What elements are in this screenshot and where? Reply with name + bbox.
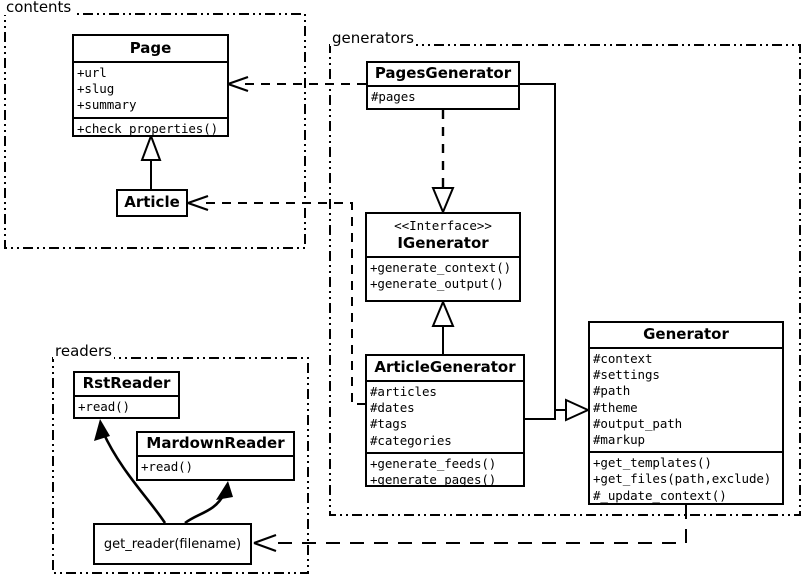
class-methods-mardownreader: +read() xyxy=(138,457,293,478)
class-title-generator: Generator xyxy=(590,323,782,349)
class-methods-articlegenerator: +generate_feeds() +generate_pages() xyxy=(367,454,523,491)
function-box-get-reader[interactable]: get_reader(filename) xyxy=(93,523,252,565)
attribute-item: +summary xyxy=(77,97,137,113)
attribute-item: #tags xyxy=(370,416,408,432)
relationship-getreader-creates-mardownreader xyxy=(184,481,233,525)
method-item: +read() xyxy=(141,459,193,474)
relationship-pagesgenerator-realizes-igenerator xyxy=(431,110,455,215)
attribute-item: #path xyxy=(593,383,631,399)
class-box-page[interactable]: Page +url +slug +summary +check_properti… xyxy=(72,34,229,137)
package-frame-readers xyxy=(52,357,309,574)
class-box-rstreader[interactable]: RstReader +read() xyxy=(73,371,180,419)
class-attributes-articlegenerator: #articles #dates #tags #categories xyxy=(367,382,523,454)
package-label-readers: readers xyxy=(53,342,114,360)
method-item: +generate_context() xyxy=(370,260,512,275)
relationship-getreader-creates-rstreader xyxy=(94,419,167,524)
package-frame-generators xyxy=(329,44,801,516)
relationship-pagesgenerator-depends-page xyxy=(227,75,366,93)
package-label-contents: contents xyxy=(4,0,74,16)
class-attributes-page: +url +slug +summary xyxy=(74,63,227,119)
class-methods-generator: +get_templates() +get_files(path,exclude… xyxy=(590,453,782,507)
method-item: +generate_pages() xyxy=(370,472,497,488)
relationship-pagesgenerator-generalizes-generator xyxy=(520,83,566,411)
class-title-page: Page xyxy=(74,36,227,63)
attribute-item: #markup xyxy=(593,432,645,448)
class-title-articlegenerator: ArticleGenerator xyxy=(367,356,523,382)
class-attributes-generator: #context #settings #path #theme #output_… xyxy=(590,349,782,454)
attribute-item: +slug xyxy=(77,81,115,97)
package-label-generators: generators xyxy=(330,29,416,47)
class-box-article[interactable]: Article xyxy=(116,189,188,217)
class-box-generator[interactable]: Generator #context #settings #path #them… xyxy=(588,321,784,505)
attribute-item: #pages xyxy=(371,89,416,104)
method-item: +generate_output() xyxy=(370,276,504,292)
class-methods-rstreader: +read() xyxy=(75,397,178,418)
relationship-generator-depends-getreader xyxy=(253,505,687,553)
class-methods-igenerator: +generate_context() +generate_output() xyxy=(367,258,519,295)
relationship-articlegenerator-depends-article xyxy=(187,194,366,405)
method-item: +get_templates() xyxy=(593,455,712,471)
class-title-igenerator: IGenerator xyxy=(397,234,489,252)
attribute-item: #theme xyxy=(593,399,638,415)
method-item: #_update_context() xyxy=(593,487,727,503)
class-title-pagesgenerator: PagesGenerator xyxy=(368,63,518,87)
method-item: +check_properties() xyxy=(77,120,219,136)
class-title-article: Article xyxy=(124,193,180,211)
class-box-pagesgenerator[interactable]: PagesGenerator #pages xyxy=(366,61,520,110)
class-title-mardownreader: MardownReader xyxy=(138,433,293,457)
class-title-rstreader: RstReader xyxy=(75,373,178,397)
attribute-item: #output_path xyxy=(593,415,683,431)
class-attributes-pagesgenerator: #pages xyxy=(368,87,518,108)
attribute-item: #dates xyxy=(370,400,415,416)
attribute-item: #articles xyxy=(370,384,437,399)
method-item: +get_files(path,exclude) xyxy=(593,471,772,487)
relationship-articlegenerator-generalizes-generator xyxy=(525,398,591,422)
method-item: +read() xyxy=(78,399,130,414)
method-item: +generate_feeds() xyxy=(370,455,497,471)
attribute-item: #categories xyxy=(370,432,452,448)
class-box-articlegenerator[interactable]: ArticleGenerator #articles #dates #tags … xyxy=(365,354,525,487)
attribute-item: #settings xyxy=(593,367,660,383)
relationship-articlegenerator-generalizes-igenerator xyxy=(431,299,455,354)
function-label-get-reader: get_reader(filename) xyxy=(103,536,242,552)
class-methods-page: +check_properties() xyxy=(74,119,227,140)
attribute-item: +url xyxy=(77,65,107,80)
class-header-igenerator: <<Interface>> IGenerator xyxy=(367,214,519,258)
relationship-article-generalizes-page xyxy=(140,133,162,189)
class-box-igenerator[interactable]: <<Interface>> IGenerator +generate_conte… xyxy=(365,212,521,302)
package-frame-contents xyxy=(4,13,306,249)
attribute-item: #context xyxy=(593,351,653,366)
class-box-mardownreader[interactable]: MardownReader +read() xyxy=(136,431,295,481)
class-stereotype-igenerator: <<Interface>> xyxy=(394,218,492,233)
